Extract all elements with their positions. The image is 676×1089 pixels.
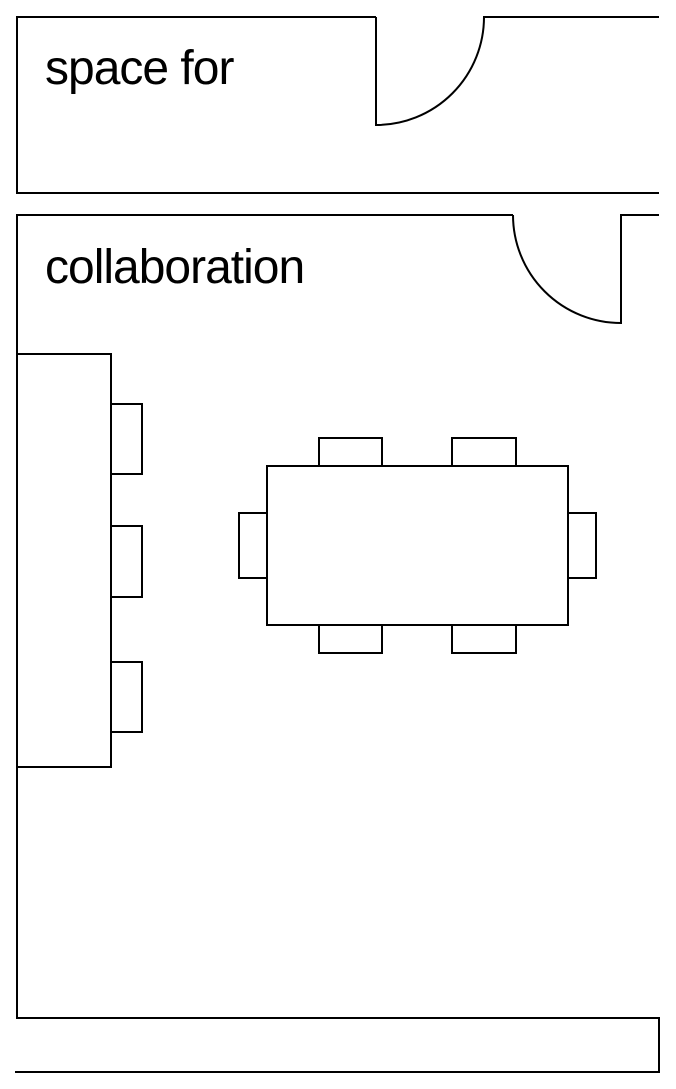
meeting-table-group (238, 437, 597, 654)
upper-door-swing (375, 16, 659, 127)
room-wall (15, 214, 660, 1073)
collaboration-room (15, 214, 660, 1073)
table-chair (567, 512, 597, 579)
meeting-table (266, 465, 569, 626)
upper-room (16, 16, 659, 194)
counter-chair (110, 403, 143, 475)
counter-chair (110, 525, 143, 598)
table-chair (318, 624, 383, 654)
room-door-swing (512, 214, 659, 325)
table-chair (451, 624, 517, 654)
upper-room-wall (16, 16, 659, 194)
side-counter (16, 353, 143, 768)
table-chair (238, 512, 268, 579)
counter-chair (110, 661, 143, 733)
label-space-for: space for (45, 42, 234, 95)
counter (16, 353, 112, 768)
label-collaboration: collaboration (45, 241, 304, 294)
table-chair (451, 437, 517, 467)
table-chair (318, 437, 383, 467)
